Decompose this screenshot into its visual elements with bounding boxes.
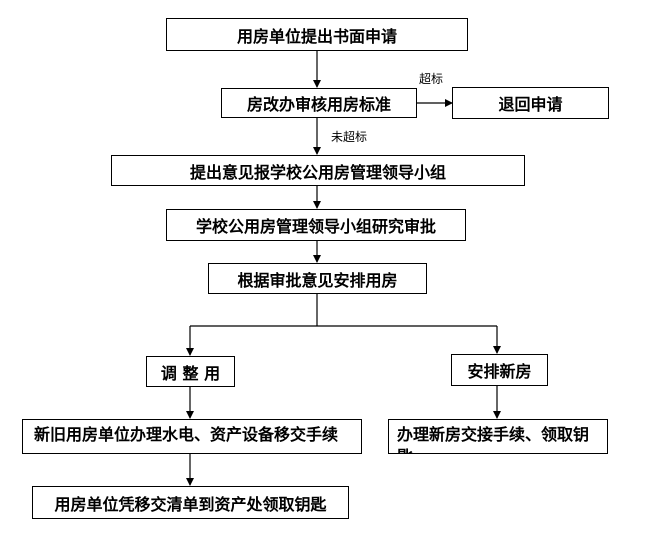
node-adjust-label: 调 整 用 [160,363,221,383]
node-approve-label: 学校公用房管理领导小组研究审批 [195,217,436,236]
node-new-house-label: 安排新房 [467,362,532,381]
node-reject: 退回申请 [452,87,609,119]
node-submit: 提出意见报学校公用房管理领导小组 [111,155,525,186]
node-new-house: 安排新房 [451,354,548,386]
node-handover-new: 办理新房交接手续、领取钥匙 [388,419,608,454]
node-arrange: 根据审批意见安排用房 [208,263,427,294]
node-handover-old: 新旧用房单位办理水电、资产设备移交手续 [22,419,362,454]
node-reject-label: 退回申请 [498,95,563,114]
node-adjust: 调 整 用 [146,356,235,387]
node-review: 房改办审核用房标准 [221,88,417,118]
node-keys: 用房单位凭移交清单到资产处领取钥匙 [32,486,349,519]
node-handover-old-label: 新旧用房单位办理水电、资产设备移交手续 [34,425,339,444]
node-arrange-label: 根据审批意见安排用房 [237,270,398,290]
node-apply-label: 用房单位提出书面申请 [236,26,397,46]
node-apply: 用房单位提出书面申请 [166,18,468,51]
node-keys-label: 用房单位凭移交清单到资产处领取钥匙 [54,494,327,514]
node-approve: 学校公用房管理领导小组研究审批 [166,209,466,241]
node-submit-label: 提出意见报学校公用房管理领导小组 [189,162,446,182]
node-handover-new-label: 办理新房交接手续、领取钥匙 [397,425,590,453]
node-review-label: 房改办审核用房标准 [246,95,391,114]
edge-label-over-standard: 超标 [419,72,444,86]
edge-label-not-over-standard: 未超标 [331,130,368,144]
